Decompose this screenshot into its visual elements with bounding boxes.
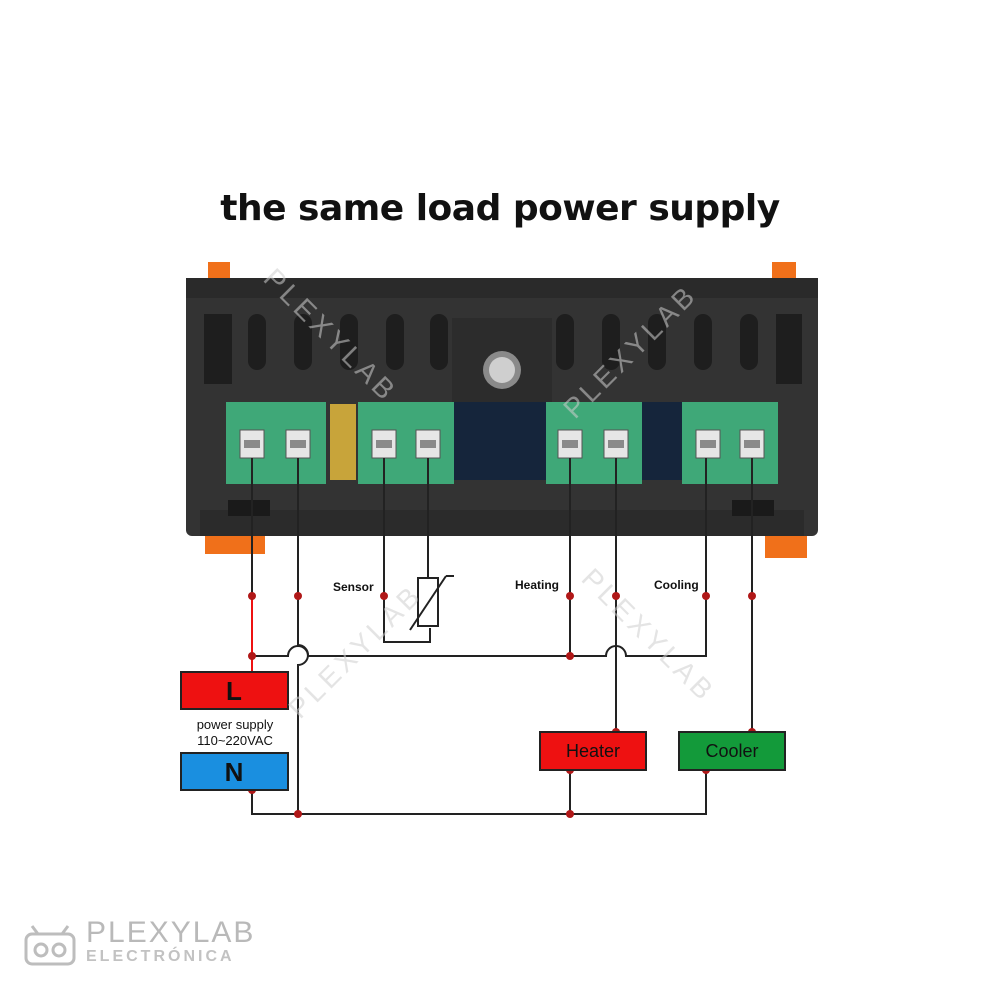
vent-slots (204, 314, 802, 384)
voltage-label: 110~220VAC (197, 733, 273, 748)
svg-text:Cooler: Cooler (705, 741, 758, 761)
neutral-box: N (180, 752, 289, 791)
brand-name: PLEXYLAB (86, 916, 256, 949)
svg-text:Heater: Heater (566, 741, 620, 761)
center-screw (452, 318, 552, 402)
svg-text:PLEXYLAB: PLEXYLAB (576, 562, 722, 708)
svg-text:L: L (226, 676, 242, 706)
power-supply-label: power supply (197, 717, 274, 732)
svg-text:PLEXYLAB: PLEXYLAB (282, 578, 428, 724)
cooler-box: Cooler (678, 731, 786, 771)
cooling-label: Cooling (654, 578, 699, 592)
controller-housing (186, 262, 818, 558)
sensor-label: Sensor (333, 580, 374, 594)
ntc-sensor-icon (409, 575, 454, 631)
heater-box: Heater (539, 731, 647, 771)
heating-label: Heating (515, 578, 559, 592)
robot-logo-icon (24, 925, 76, 966)
svg-text:N: N (225, 757, 244, 787)
live-box: L (180, 671, 289, 710)
junction-dots (248, 592, 756, 818)
diagram-title: the same load power supply (220, 188, 780, 229)
brand-subtitle: ELECTRÓNICA (86, 948, 235, 965)
